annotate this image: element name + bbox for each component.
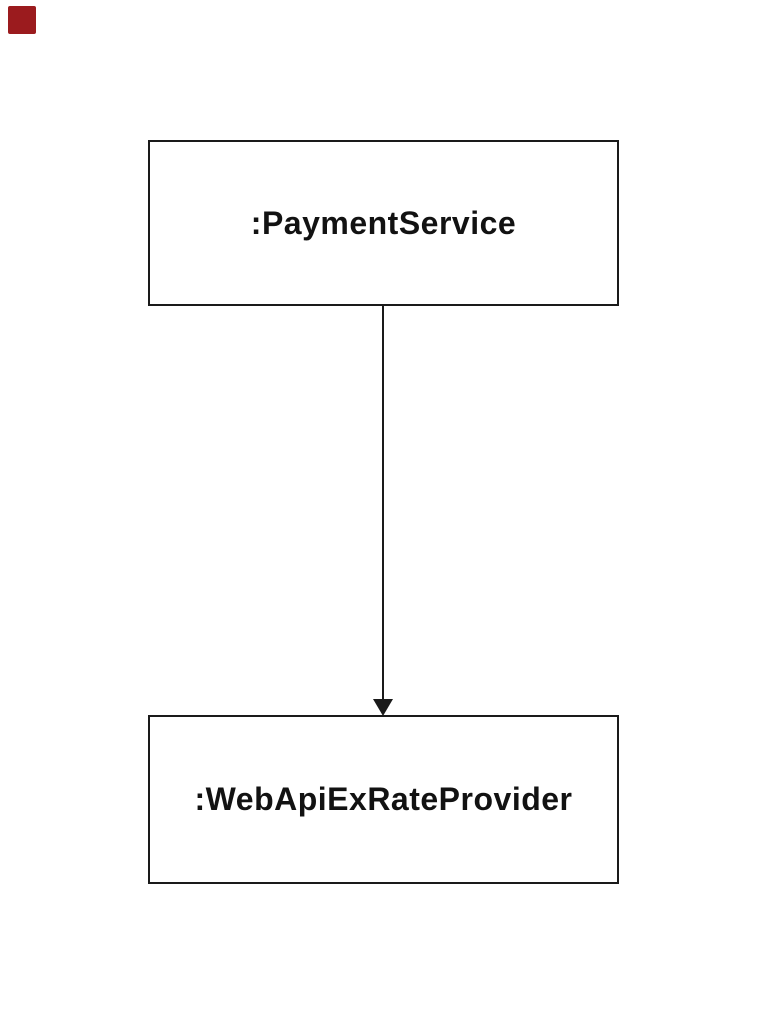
node-web-api-ex-rate-provider: :WebApiExRateProvider [148, 715, 619, 884]
dependency-edge-line [382, 306, 384, 702]
red-square-marker-icon [8, 6, 36, 34]
node-payment-service: :PaymentService [148, 140, 619, 306]
node-web-api-ex-rate-provider-label: :WebApiExRateProvider [194, 781, 573, 817]
arrow-down-icon [373, 699, 393, 716]
node-payment-service-label: :PaymentService [250, 204, 517, 241]
